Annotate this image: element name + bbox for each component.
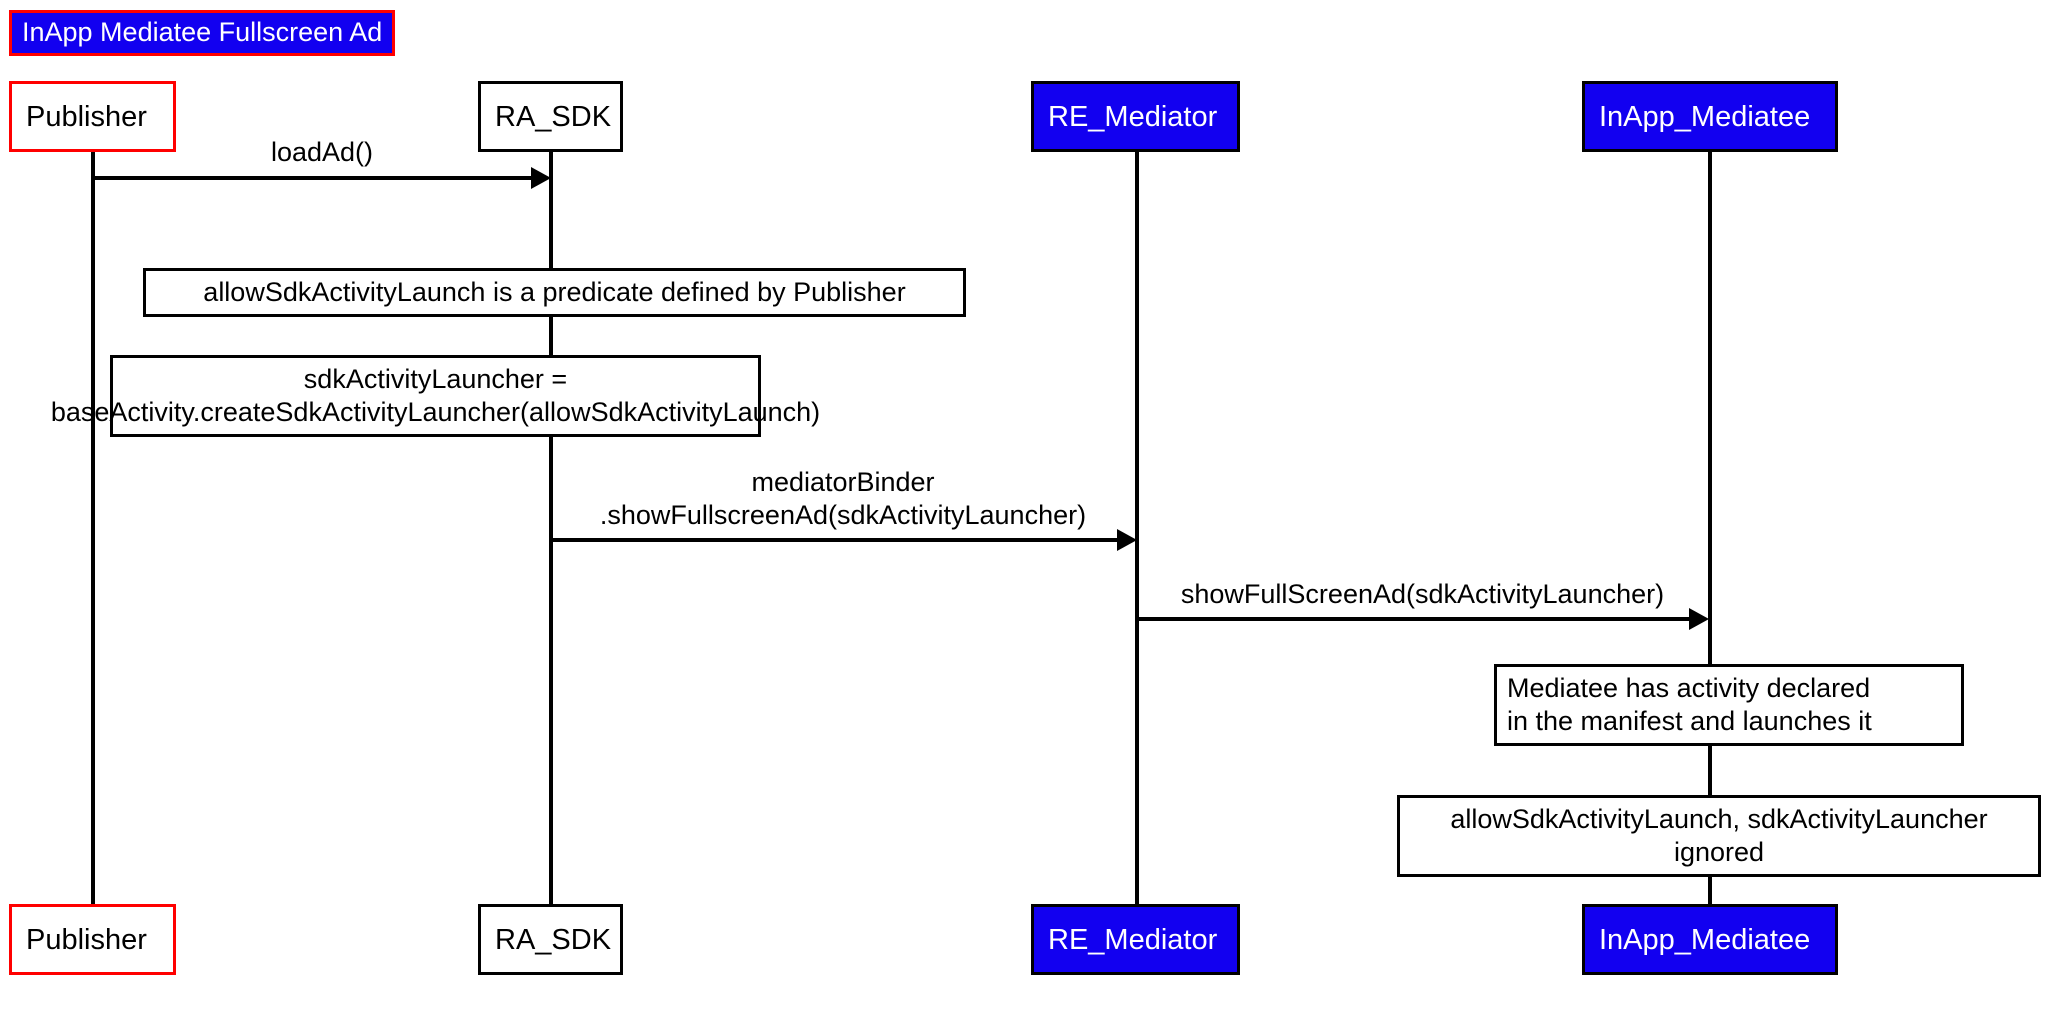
message-arrow-load-ad xyxy=(93,176,533,180)
participant-label: Publisher xyxy=(26,100,147,133)
note-line: Mediatee has activity declared xyxy=(1507,673,1871,703)
participant-publisher-bottom[interactable]: Publisher xyxy=(9,904,176,975)
participant-ra-sdk-top[interactable]: RA_SDK xyxy=(478,81,623,152)
message-label-show-fullscreen-ad: mediatorBinder .showFullscreenAd(sdkActi… xyxy=(551,466,1135,532)
message-label-line: showFullScreenAd(sdkActivityLauncher) xyxy=(1180,579,1665,609)
participant-ra-sdk-bottom[interactable]: RA_SDK xyxy=(478,904,623,975)
participant-label: RE_Mediator xyxy=(1048,923,1218,956)
participant-re-mediator-bottom[interactable]: RE_Mediator xyxy=(1031,904,1240,975)
participant-label: RA_SDK xyxy=(495,923,612,956)
note-create-launcher: sdkActivityLauncher = baseActivity.creat… xyxy=(51,355,820,437)
note-line: allowSdkActivityLaunch is a predicate de… xyxy=(203,277,906,307)
message-label-show-fullscreen-ad-mediatee: showFullScreenAd(sdkActivityLauncher) xyxy=(1137,578,1708,611)
participant-label: InApp_Mediatee xyxy=(1599,100,1811,133)
message-arrow-show-fullscreen-ad xyxy=(551,538,1117,542)
participant-publisher-top[interactable]: Publisher xyxy=(9,81,176,152)
participant-label: RA_SDK xyxy=(495,100,612,133)
participant-label: RE_Mediator xyxy=(1048,100,1218,133)
note-predicate: allowSdkActivityLaunch is a predicate de… xyxy=(143,268,966,317)
message-label-line: loadAd() xyxy=(270,137,374,167)
participant-label: InApp_Mediatee xyxy=(1599,923,1811,956)
message-label-load-ad: loadAd() xyxy=(93,136,551,169)
lifeline-inapp-mediatee xyxy=(1708,152,1712,904)
note-line: sdkActivityLauncher = xyxy=(303,364,568,394)
note-line: ignored xyxy=(1673,837,1765,867)
note-line: allowSdkActivityLaunch, sdkActivityLaunc… xyxy=(1450,804,1988,834)
lifeline-publisher xyxy=(91,152,95,904)
note-line: in the manifest and launches it xyxy=(1507,706,1872,736)
message-arrowhead-show-fullscreen-ad-mediatee xyxy=(1689,608,1709,630)
participant-label: Publisher xyxy=(26,923,147,956)
lifeline-re-mediator xyxy=(1135,152,1139,904)
message-arrowhead-load-ad xyxy=(531,167,551,189)
note-ignored: allowSdkActivityLaunch, sdkActivityLaunc… xyxy=(1397,795,2041,877)
note-mediatee-manifest: Mediatee has activity declared in the ma… xyxy=(1494,664,1964,746)
message-label-line: mediatorBinder xyxy=(751,467,935,497)
lifeline-ra-sdk xyxy=(549,152,553,904)
participant-inapp-mediatee-top[interactable]: InApp_Mediatee xyxy=(1582,81,1838,152)
message-arrow-show-fullscreen-ad-mediatee xyxy=(1137,617,1691,621)
message-label-line: .showFullscreenAd(sdkActivityLauncher) xyxy=(599,500,1087,530)
note-line: baseActivity.createSdkActivityLauncher(a… xyxy=(50,397,821,427)
diagram-title: InApp Mediatee Fullscreen Ad xyxy=(9,10,396,56)
message-arrowhead-show-fullscreen-ad xyxy=(1117,529,1137,551)
participant-inapp-mediatee-bottom[interactable]: InApp_Mediatee xyxy=(1582,904,1838,975)
participant-re-mediator-top[interactable]: RE_Mediator xyxy=(1031,81,1240,152)
